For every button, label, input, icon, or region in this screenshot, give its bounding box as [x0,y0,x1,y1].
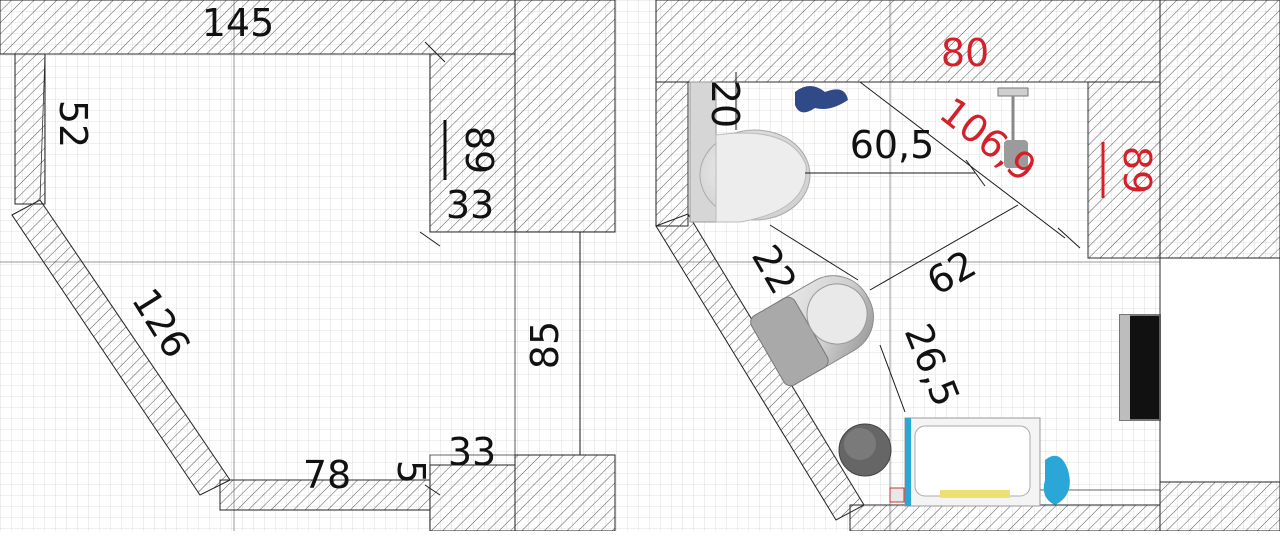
left-right-niche [429,53,516,233]
blue-figure-icon [1043,455,1070,505]
shower-fixture [997,87,1029,168]
left-room-outline [39,53,516,481]
left-dim-right-niche-width: 33 [446,183,494,227]
left-dim-bottom-width: 78 [303,453,351,497]
right-dim-toilet-clearance: 60,5 [850,123,935,167]
right-bottom-wall [849,504,1161,532]
left-bottom-niche [429,464,516,532]
left-dim-bottom-step: 5 [389,460,433,484]
left-left-wall [14,53,46,205]
left-dim-right-niche-depth: 89 [457,126,501,174]
towel-icon [795,86,848,113]
dim-line-diagonal [859,81,1066,239]
radiator-edge [1120,315,1130,420]
left-right-wall-upper [514,0,616,233]
right-right-wall-lower [1159,481,1280,532]
left-plan: 145 52 89 33 126 85 78 5 33 [0,0,616,532]
right-right-wall-upper [1159,0,1280,259]
toilet [689,81,811,223]
right-dim-top-width: 80 [941,31,989,75]
left-dim-doorway-width: 85 [523,321,567,369]
right-dim-right-niche-depth: 89 [1115,146,1159,194]
left-dim-bottom-niche: 33 [448,430,496,474]
left-top-wall [0,0,516,55]
washbasin [904,417,1041,507]
right-dim-toilet-offset: 20 [703,80,747,128]
left-dim-left-wall: 52 [51,100,95,148]
bidet [750,275,874,387]
trash-bin-lid [844,428,876,460]
right-left-wall [655,81,689,227]
right-top-wall [655,0,1161,83]
small-fixture [889,487,905,503]
right-right-niche [1087,81,1161,259]
right-doorway [1159,257,1280,483]
left-dim-top-width: 145 [202,1,275,45]
left-right-wall-lower [514,454,616,532]
dim-line-bidet-clearance [869,204,1019,291]
